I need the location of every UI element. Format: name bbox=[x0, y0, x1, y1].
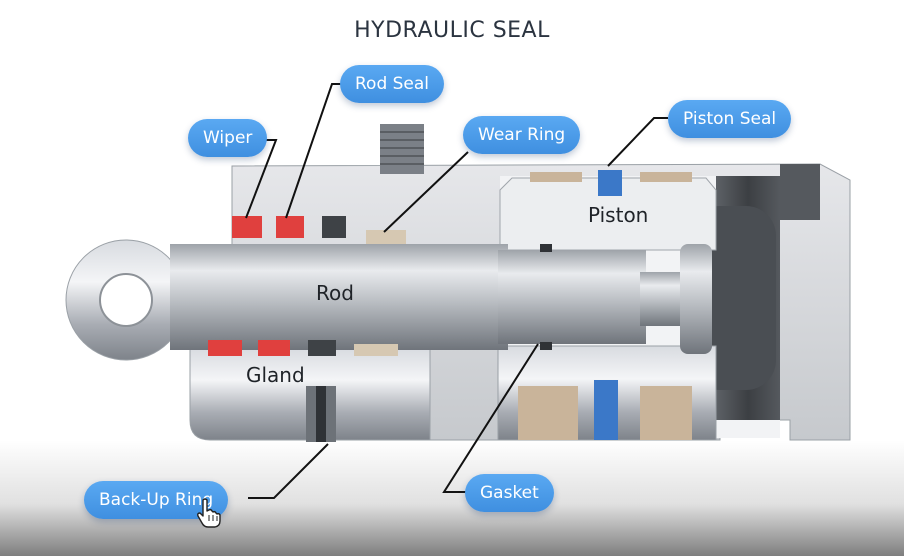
piston-label: Piston bbox=[588, 203, 648, 227]
end-cap-port bbox=[780, 164, 820, 220]
wiper-top bbox=[232, 216, 262, 238]
rod-seal-label-button[interactable]: Rod Seal bbox=[340, 65, 444, 103]
piston-wear-ring-left bbox=[530, 172, 582, 182]
buffer-seal-top bbox=[322, 216, 346, 238]
wear-ring-bottom bbox=[354, 344, 398, 356]
wear-ring-label-button[interactable]: Wear Ring bbox=[463, 116, 580, 154]
wiper-label-button[interactable]: Wiper bbox=[188, 119, 267, 157]
piston-seal-top bbox=[598, 170, 622, 196]
gasket-bottom bbox=[540, 342, 552, 350]
piston-seal-leader bbox=[608, 118, 668, 166]
piston-wear-ring-right bbox=[640, 172, 692, 182]
hand-pointer-icon bbox=[196, 498, 222, 528]
rod-eye-hole bbox=[100, 274, 152, 326]
back-up-ring-leader bbox=[248, 444, 328, 498]
piston-lower-seal bbox=[594, 380, 618, 440]
rod-seal-bottom bbox=[258, 340, 290, 356]
piston-lower-wear-right bbox=[640, 386, 692, 440]
diagram-title: HYDRAULIC SEAL bbox=[0, 18, 904, 43]
gasket-label-button[interactable]: Gasket bbox=[465, 474, 554, 512]
piston-lower-wear-left bbox=[518, 386, 578, 440]
piston-nut bbox=[680, 244, 712, 354]
piston-seal-label-button[interactable]: Piston Seal bbox=[668, 100, 791, 138]
rod-neck bbox=[498, 250, 646, 344]
gland-label: Gland bbox=[246, 363, 305, 387]
gland-backup-ring bbox=[316, 386, 326, 442]
wear-ring-top bbox=[366, 230, 406, 244]
rod-end bbox=[640, 272, 684, 326]
rod-seal-top bbox=[276, 216, 304, 238]
rod-label: Rod bbox=[316, 281, 354, 305]
buffer-seal-bottom bbox=[308, 340, 336, 356]
wiper-bottom bbox=[208, 340, 242, 356]
gasket-top bbox=[540, 244, 552, 252]
